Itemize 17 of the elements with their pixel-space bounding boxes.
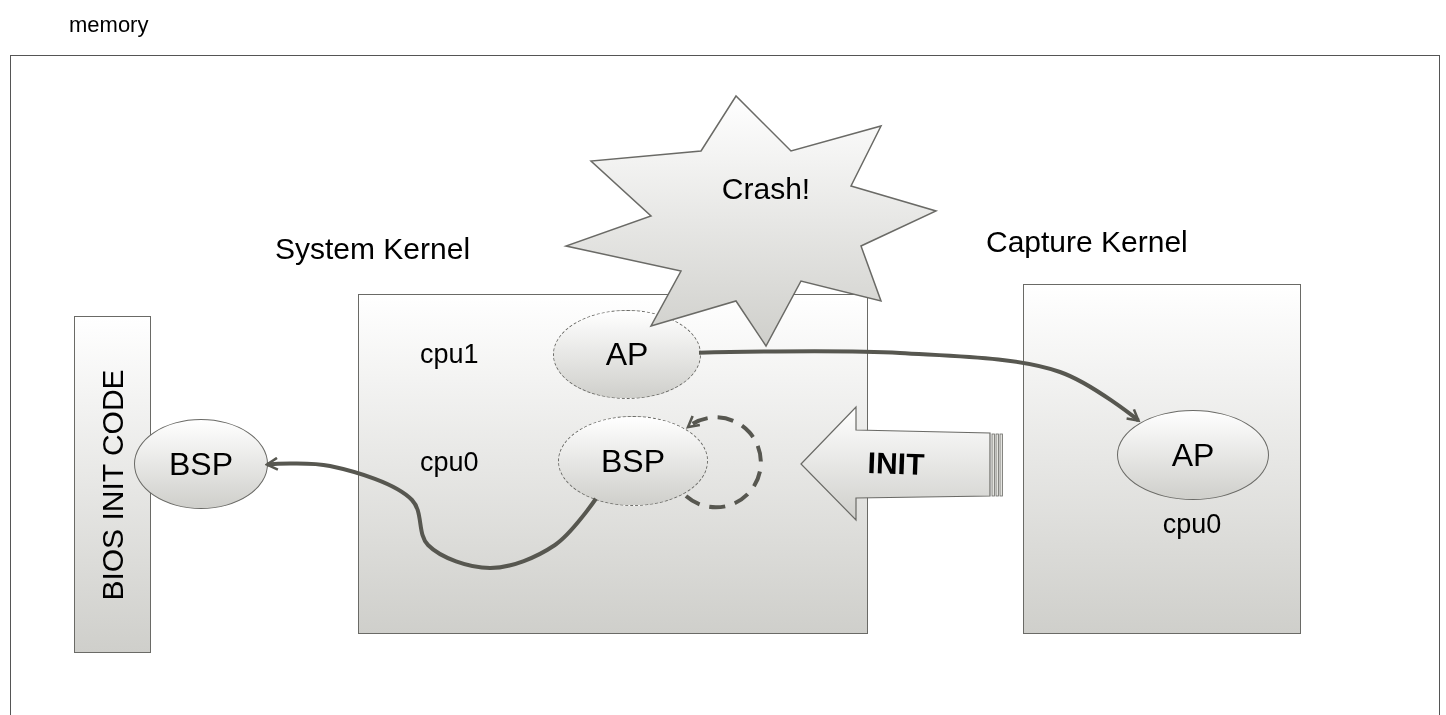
cpu-label: cpu0 [1162,508,1222,540]
node-label: AP [1171,436,1215,474]
arrow [684,414,763,510]
code-bar [74,316,151,653]
cpu-label: cpu0 [420,446,479,478]
frame-heading: memory [69,12,149,38]
node-label: AP [605,336,649,373]
cpu-label: cpu1 [420,338,479,370]
arrow [698,349,1140,423]
node-label: BSP [169,445,233,483]
box-heading: Capture Kernel [986,225,1188,259]
arrow [265,456,598,570]
arrow-label: INIT [867,446,925,482]
box-heading: System Kernel [275,232,471,266]
bar-label: BIOS INIT CODE [95,368,130,601]
node-label: BSP [601,442,665,480]
burst-label: Crash! [721,172,811,206]
